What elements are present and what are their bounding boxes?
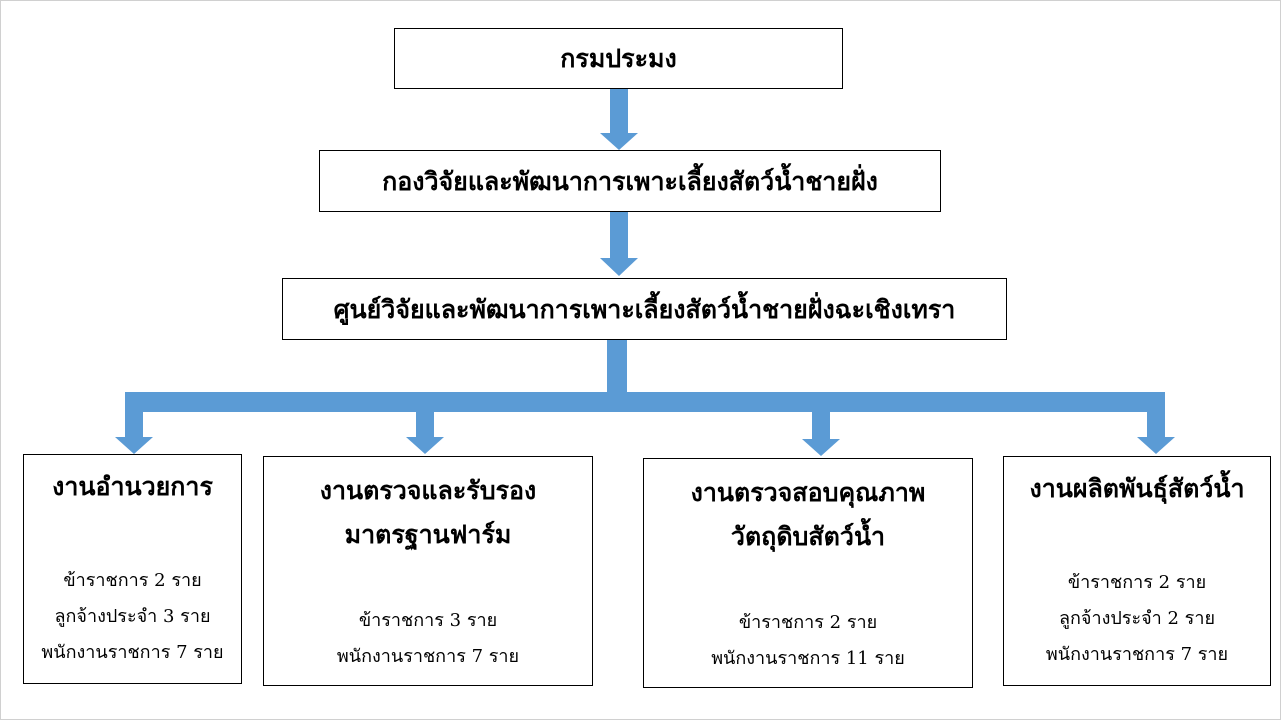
drop-shaft-2	[416, 410, 434, 438]
node-center: ศูนย์วิจัยและพัฒนาการเพาะเลี้ยงสัตว์น้ำช…	[282, 278, 1007, 340]
unit-staff-line: ข้าราชการ 2 ราย	[63, 570, 202, 591]
unit-staff-line: ข้าราชการ 2 ราย	[1067, 572, 1207, 593]
arrow-division-to-center-head	[600, 258, 638, 276]
node-division: กองวิจัยและพัฒนาการเพาะเลี้ยงสัตว์น้ำชาย…	[319, 150, 941, 212]
unit-title-line: งานผลิตพันธุ์สัตว์น้ำ	[1029, 474, 1245, 503]
unit-staff-line: ข้าราชการ 2 ราย	[738, 612, 878, 633]
unit-staff-line: พนักงานราชการ 7 ราย	[1045, 644, 1229, 665]
drop-shaft-4	[1147, 410, 1165, 438]
drop-head-1	[115, 437, 153, 454]
node-unit-farm-standard: งานตรวจและรับรอง มาตรฐานฟาร์ม ข้าราชการ …	[263, 456, 593, 686]
unit-title-line: วัตถุดิบสัตว์น้ำ	[730, 522, 886, 551]
unit-title-line: งานอำนวยการ	[52, 472, 213, 501]
unit-staff-line: พนักงานราชการ 11 ราย	[711, 648, 905, 669]
node-department-label: กรมประมง	[560, 44, 677, 73]
drop-head-3	[802, 439, 840, 456]
unit-staff-line: ข้าราชการ 3 ราย	[358, 610, 498, 631]
node-unit-raw-material-quality: งานตรวจสอบคุณภาพ วัตถุดิบสัตว์น้ำ ข้าราช…	[643, 458, 973, 688]
node-division-label: กองวิจัยและพัฒนาการเพาะเลี้ยงสัตว์น้ำชาย…	[382, 166, 878, 196]
drop-shaft-3	[812, 410, 830, 440]
drop-head-4	[1137, 437, 1175, 454]
node-unit-administration: งานอำนวยการ ข้าราชการ 2 ราย ลูกจ้างประจำ…	[23, 454, 242, 684]
arrow-division-to-center-shaft	[610, 212, 628, 258]
node-center-label: ศูนย์วิจัยและพัฒนาการเพาะเลี้ยงสัตว์น้ำช…	[333, 294, 956, 324]
connector-bar	[125, 392, 1165, 412]
connector-trunk	[607, 340, 627, 394]
unit-staff-line: ลูกจ้างประจำ 3 ราย	[54, 606, 211, 627]
unit-staff-line: ลูกจ้างประจำ 2 ราย	[1058, 608, 1215, 629]
node-department: กรมประมง	[394, 28, 843, 89]
unit-title-line: มาตรฐานฟาร์ม	[344, 520, 512, 549]
drop-head-2	[406, 437, 444, 454]
unit-staff-line: พนักงานราชการ 7 ราย	[41, 642, 224, 663]
arrow-top-to-division-shaft	[610, 89, 628, 133]
unit-staff-line: พนักงานราชการ 7 ราย	[336, 646, 520, 667]
unit-title-line: งานตรวจสอบคุณภาพ	[690, 478, 926, 507]
drop-shaft-1	[125, 410, 143, 438]
unit-title-line: งานตรวจและรับรอง	[319, 476, 537, 505]
node-unit-seed-production: งานผลิตพันธุ์สัตว์น้ำ ข้าราชการ 2 ราย ลู…	[1003, 456, 1271, 686]
arrow-top-to-division-head	[600, 133, 638, 150]
